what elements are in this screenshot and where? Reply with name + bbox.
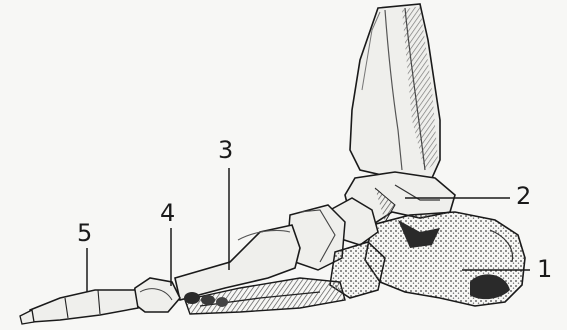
label-5: 5 (77, 221, 92, 245)
label-1: 1 (537, 257, 552, 281)
distal-phalanges (20, 290, 138, 324)
tibia-fibula (350, 4, 440, 178)
label-3: 3 (218, 138, 233, 162)
label-2: 2 (516, 184, 531, 208)
label-4: 4 (160, 201, 175, 225)
calcaneus (365, 212, 525, 306)
proximal-phalanx (132, 278, 180, 312)
